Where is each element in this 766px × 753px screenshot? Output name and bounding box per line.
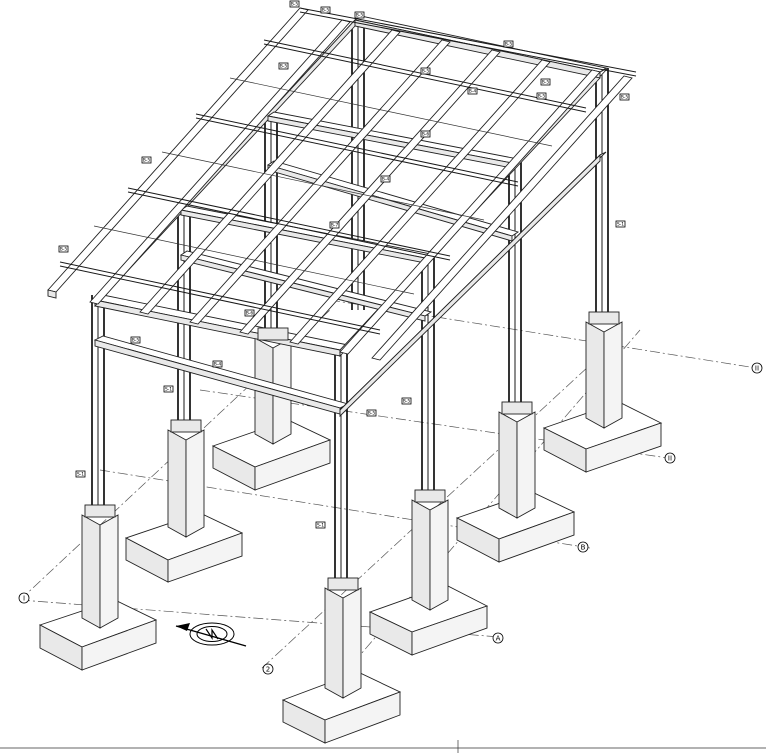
- grid-bubble-2: 2: [262, 663, 274, 675]
- member-tag: B-5: [141, 156, 152, 164]
- member-tag: B-5: [540, 78, 551, 86]
- svg-text:II: II: [755, 365, 759, 373]
- member-tag: S-1: [163, 385, 174, 393]
- svg-text:B-5: B-5: [505, 42, 513, 48]
- svg-text:S-1: S-1: [617, 222, 624, 228]
- member-tag: B-4: [380, 175, 391, 183]
- member-tag: B-5: [366, 409, 377, 417]
- svg-text:B-4: B-4: [214, 362, 222, 368]
- svg-text:B-5: B-5: [60, 247, 68, 253]
- member-tag: B-5: [58, 245, 69, 253]
- svg-text:B-5: B-5: [356, 13, 364, 19]
- member-tag: B-4: [212, 360, 223, 368]
- cross-beams: [179, 111, 520, 322]
- north-arrow-icon: [175, 622, 247, 647]
- svg-text:B-5: B-5: [322, 8, 330, 14]
- grid-bubble-4: II: [664, 452, 676, 464]
- member-tag: B-5: [320, 6, 331, 14]
- member-tag: B-5: [289, 0, 300, 8]
- svg-text:B-7: B-7: [331, 223, 339, 229]
- grid-bubble-1: I: [18, 592, 30, 604]
- svg-text:B-5: B-5: [621, 95, 629, 101]
- svg-text:S-1: S-1: [165, 387, 172, 393]
- svg-text:II: II: [668, 455, 672, 463]
- svg-text:B: B: [581, 544, 586, 552]
- svg-text:B-5: B-5: [143, 158, 151, 164]
- pedestals: [81, 321, 623, 699]
- svg-text:S-1: S-1: [77, 472, 84, 478]
- member-tag: B-5: [420, 67, 431, 75]
- member-tag: B-5: [130, 336, 141, 344]
- member-tag: B-7: [329, 221, 340, 229]
- member-tag: B-6: [244, 309, 255, 317]
- member-tag: S-1: [75, 470, 86, 478]
- svg-text:S-1: S-1: [317, 523, 324, 529]
- member-tag: B-5: [619, 93, 630, 101]
- svg-text:B-5: B-5: [368, 411, 376, 417]
- svg-text:B-6: B-6: [422, 132, 430, 138]
- member-tag: S-1: [315, 521, 326, 529]
- member-tag: B-5: [354, 11, 365, 19]
- svg-text:B-4: B-4: [382, 177, 390, 183]
- bottom-ruler: [0, 740, 766, 753]
- member-tag: B-4: [467, 87, 478, 95]
- svg-text:B-5: B-5: [403, 399, 411, 405]
- columns: [91, 25, 609, 588]
- svg-text:B-6: B-6: [246, 311, 254, 317]
- svg-text:B-5: B-5: [538, 94, 546, 100]
- svg-text:A: A: [496, 635, 501, 643]
- svg-text:B-5: B-5: [132, 338, 140, 344]
- member-tag: B-5: [536, 92, 547, 100]
- svg-text:B-5: B-5: [280, 64, 288, 70]
- member-tag: B-5: [401, 397, 412, 405]
- svg-text:B-5: B-5: [542, 80, 550, 86]
- member-tags: B-5 B-5 B-5 B-5 B-5 B-5 B-4 B-6 B-5 B-5 …: [58, 0, 630, 529]
- svg-text:B-5: B-5: [422, 69, 430, 75]
- member-tag: B-5: [503, 40, 514, 48]
- bearing-blocks: [84, 311, 620, 591]
- grid-bubbles: I 2 II II A B: [18, 362, 763, 675]
- svg-text:B-5: B-5: [291, 2, 299, 8]
- svg-text:I: I: [23, 595, 25, 603]
- roof-joists: [59, 7, 637, 335]
- grid-bubble-3: II: [751, 362, 763, 374]
- svg-text:2: 2: [266, 666, 270, 674]
- svg-text:B-4: B-4: [469, 89, 477, 95]
- grid-bubble-B: B: [577, 541, 589, 553]
- member-tag: S-1: [615, 220, 626, 228]
- member-tag: B-5: [278, 62, 289, 70]
- grid-bubble-A: A: [492, 632, 504, 644]
- member-tag: B-6: [420, 130, 431, 138]
